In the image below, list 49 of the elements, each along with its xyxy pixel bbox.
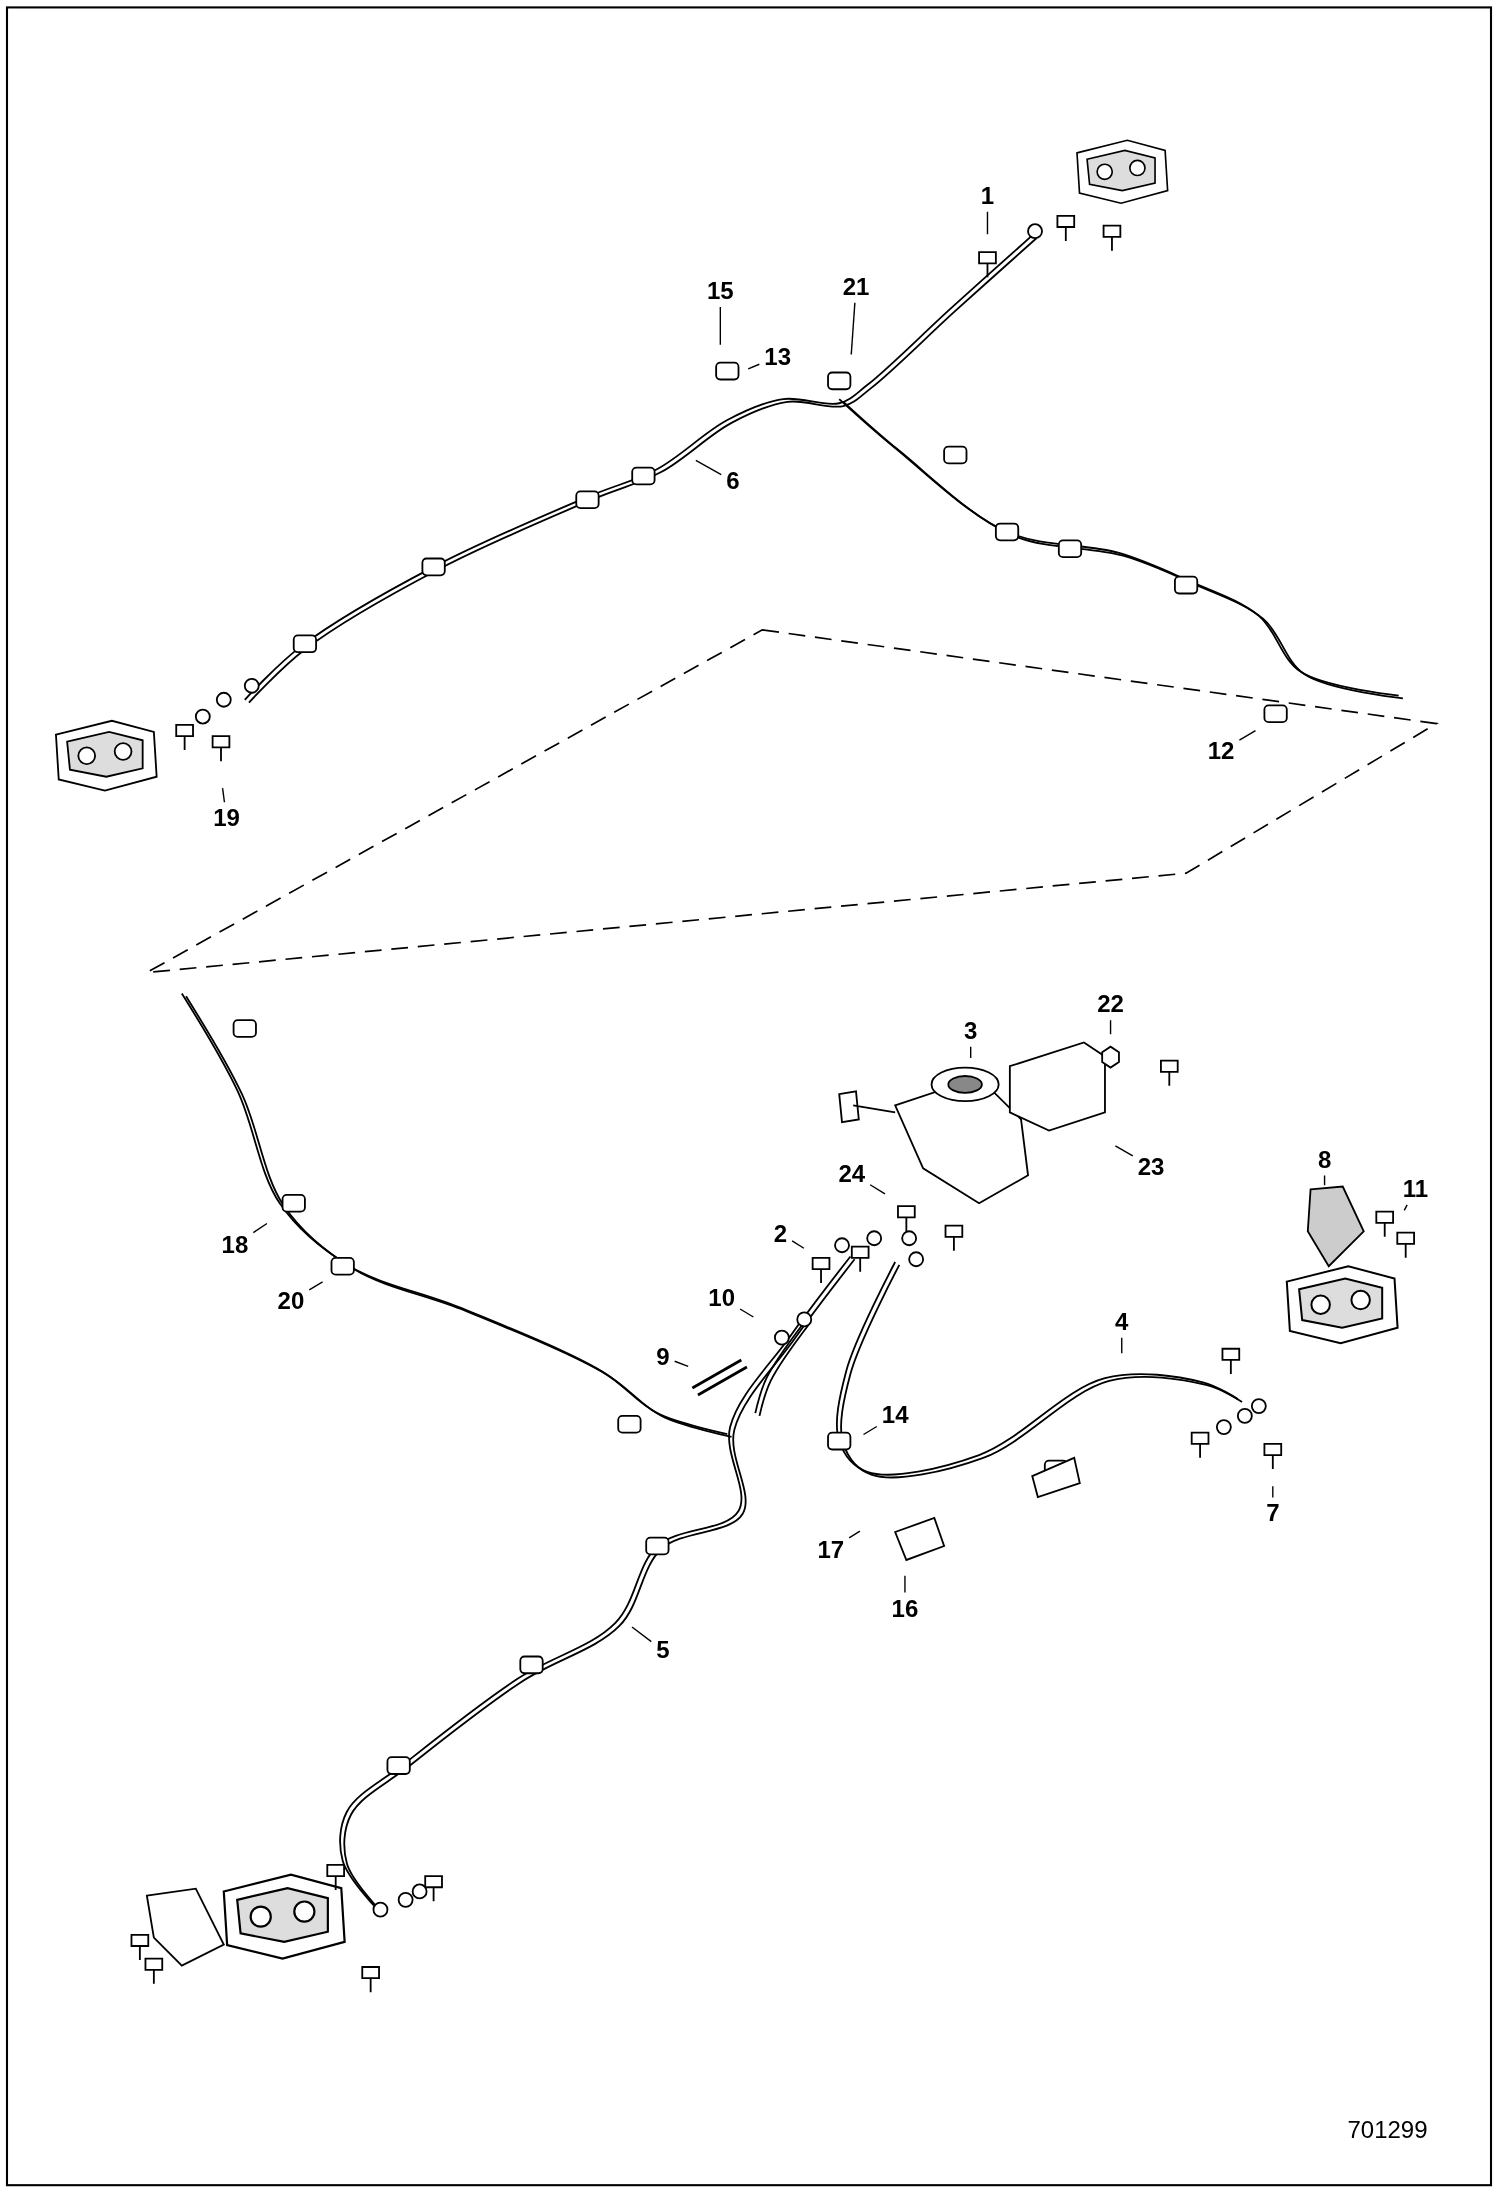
callout-number: 20 [274,1286,308,1315]
callout-number: 3 [961,1016,981,1045]
callout-number: 14 [878,1401,912,1430]
callout-number: 18 [218,1230,252,1259]
leader-line [1238,729,1257,741]
leader-line [1109,1019,1112,1035]
leader-line [1272,1485,1274,1499]
callout-number: 23 [1134,1152,1168,1181]
callout-number: 10 [705,1284,739,1312]
leader-line [673,1360,689,1368]
leader-line [970,1046,972,1059]
leader-line [252,1222,268,1234]
leader-line [631,1626,652,1643]
leader-line [308,1281,324,1291]
callout-number: 17 [814,1535,848,1564]
leader-line [986,211,989,235]
callout-number: 4 [1112,1307,1132,1336]
callout-number: 24 [835,1159,869,1188]
callout-number: 22 [1094,990,1127,1019]
callout-number: 8 [1314,1145,1335,1174]
leader-line [221,787,226,803]
leader-line [791,1240,805,1249]
leader-line [862,1425,878,1436]
leader-line [1323,1174,1326,1186]
callout-number: 21 [839,272,873,301]
callout-number: 9 [653,1342,673,1371]
leader-line [869,1184,886,1195]
leader-line [1403,1204,1408,1212]
callout-number: 7 [1263,1499,1283,1528]
callout-number: 11 [1399,1174,1432,1203]
leader-line [848,1530,861,1539]
callout-number: 19 [210,804,243,833]
callout-number: 15 [704,276,737,305]
leader-line [850,302,856,356]
leader-line [739,1308,755,1318]
callout-number: 2 [770,1219,791,1248]
callout-number: 16 [888,1594,922,1623]
leader-line [695,459,722,476]
leader-line [904,1575,906,1594]
leader-line [1114,1145,1134,1157]
leader-line [747,363,761,370]
figure-number: 701299 [1346,2116,1429,2145]
leader-line [1121,1337,1123,1354]
callout-number: 6 [723,467,743,496]
callout-number: 12 [1204,737,1238,766]
callout-number: 13 [761,342,794,371]
callout-number: 5 [653,1636,673,1665]
leader-line [719,306,722,346]
callout-number: 1 [977,181,998,210]
